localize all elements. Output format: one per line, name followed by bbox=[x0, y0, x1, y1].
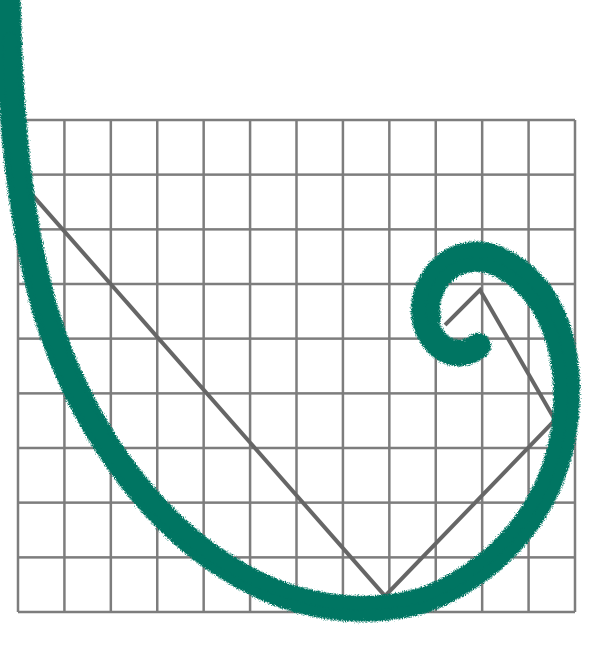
grid bbox=[16, 118, 577, 614]
spiral-curve bbox=[0, 0, 580, 622]
spiral-stroke-inner bbox=[3, 33, 568, 611]
